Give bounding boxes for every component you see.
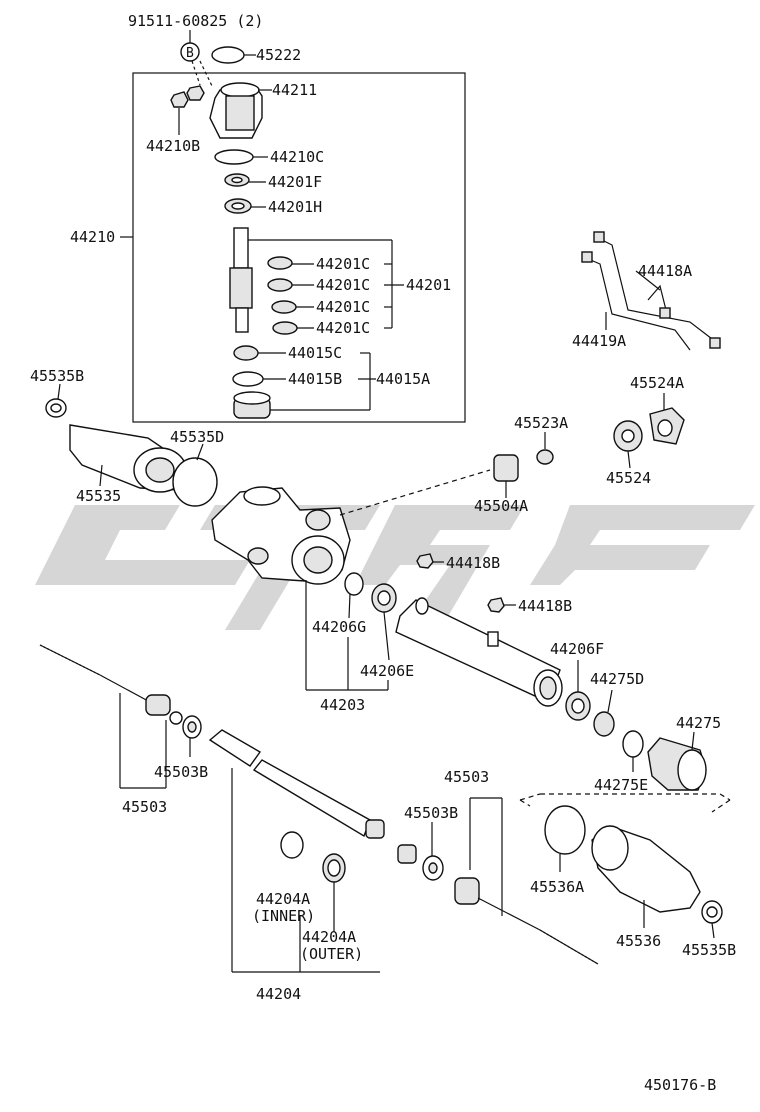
label-44275e: 44275E xyxy=(594,776,648,794)
label-45536: 45536 xyxy=(616,932,661,950)
label-44204a-outer-note: (OUTER) xyxy=(300,945,363,963)
label-45524a: 45524A xyxy=(630,374,684,392)
spring-45523a-icon xyxy=(536,449,554,465)
guide-45504a-icon xyxy=(493,454,519,482)
label-44015b: 44015B xyxy=(288,370,342,388)
pinion-shaft-icon xyxy=(229,227,253,333)
bearing-44201h-icon xyxy=(224,198,252,214)
bearing-44206e-icon xyxy=(371,583,397,613)
label-44201h: 44201H xyxy=(268,198,322,216)
subassembly-frame xyxy=(132,72,466,423)
label-45535d: 45535D xyxy=(170,428,224,446)
seal-rings-44201c-icon xyxy=(267,256,298,335)
plug-44015c-icon xyxy=(233,345,259,361)
label-45535b-top: 45535B xyxy=(30,367,84,385)
label-44204: 44204 xyxy=(256,985,301,1003)
oring-44210c-icon xyxy=(214,149,254,165)
tie-rod-left-icon xyxy=(39,644,183,725)
boot-45535-icon xyxy=(69,424,196,493)
washer-45503b-left-icon xyxy=(182,715,202,739)
label-44203: 44203 xyxy=(320,696,365,714)
boot-45536-icon xyxy=(591,825,701,913)
label-44206e: 44206E xyxy=(360,662,414,680)
oring-44275e-icon xyxy=(622,730,644,758)
bushing-45524-icon xyxy=(613,420,643,452)
label-45222: 45222 xyxy=(256,46,301,64)
rack-housing-44203-icon xyxy=(211,486,351,585)
label-bolt: 91511-60825 (2) xyxy=(128,12,263,30)
label-44206f: 44206F xyxy=(550,640,604,658)
bushing-44204a-outer-icon xyxy=(322,853,346,883)
bracket-45524a-icon xyxy=(649,407,685,445)
stopper-44275d-icon xyxy=(593,711,615,737)
rack-icon xyxy=(208,729,417,864)
label-44418b-1: 44418B xyxy=(446,554,500,572)
label-45503-left: 45503 xyxy=(122,798,167,816)
label-44418b-2: 44418B xyxy=(518,597,572,615)
label-44206g: 44206G xyxy=(312,618,366,636)
label-44201c-1: 44201C xyxy=(316,255,370,273)
label-44210: 44210 xyxy=(70,228,115,246)
label-45503b-right: 45503B xyxy=(404,804,458,822)
tie-rod-right-icon xyxy=(454,877,599,965)
label-44015a: 44015A xyxy=(376,370,430,388)
label-45535b-bottom: 45535B xyxy=(682,941,736,959)
label-44201c-3: 44201C xyxy=(316,298,370,316)
cap-44275-icon xyxy=(647,737,707,791)
figure-code: 450176-B xyxy=(644,1076,716,1094)
oring-44206g-icon xyxy=(344,572,364,596)
label-45524: 45524 xyxy=(606,469,651,487)
label-bolt-marker: B xyxy=(186,46,194,61)
label-44204a-outer: 44204A xyxy=(302,928,356,946)
label-45523a: 45523A xyxy=(514,414,568,432)
label-44418a: 44418A xyxy=(638,262,692,280)
label-44201f: 44201F xyxy=(268,173,322,191)
label-44275: 44275 xyxy=(676,714,721,732)
washer-45503b-right-icon xyxy=(422,855,444,881)
label-45536a: 45536A xyxy=(530,878,584,896)
label-44201c-4: 44201C xyxy=(316,319,370,337)
label-44204a-inner-note: (INNER) xyxy=(252,907,315,925)
bearing-44206f-icon xyxy=(565,691,591,721)
nuts-44210b-icon xyxy=(170,85,205,108)
gasket-45222-icon xyxy=(211,46,245,64)
oring-44015b-icon xyxy=(232,371,264,387)
label-44204a-inner: 44204A xyxy=(256,890,310,908)
bearing-44201f-icon xyxy=(224,173,250,187)
housing-44211-icon xyxy=(209,82,263,139)
bushing-44204a-inner-icon xyxy=(280,831,304,859)
clamp-45535b-top-icon xyxy=(45,398,67,418)
label-44419a: 44419A xyxy=(572,332,626,350)
label-44211: 44211 xyxy=(272,81,317,99)
label-45504a: 45504A xyxy=(474,497,528,515)
label-44210c: 44210C xyxy=(270,148,324,166)
label-44201: 44201 xyxy=(406,276,451,294)
label-45503-right: 45503 xyxy=(444,768,489,786)
watermark-logo xyxy=(35,505,755,630)
label-44210b: 44210B xyxy=(146,137,200,155)
clamp-45536a-icon xyxy=(544,805,586,855)
label-44201c-2: 44201C xyxy=(316,276,370,294)
label-45503b-left: 45503B xyxy=(154,763,208,781)
label-44275d: 44275D xyxy=(590,670,644,688)
nipple-44418b-2-icon xyxy=(487,597,505,613)
clamp-45535d-icon xyxy=(172,457,218,507)
pipes-icon xyxy=(581,231,721,351)
cap-44015a-icon xyxy=(233,391,271,419)
clamp-45535b-bottom-icon xyxy=(701,900,723,924)
tube-icon xyxy=(395,597,563,707)
label-44015c: 44015C xyxy=(288,344,342,362)
nipple-44418b-1-icon xyxy=(416,553,434,569)
label-45535: 45535 xyxy=(76,487,121,505)
